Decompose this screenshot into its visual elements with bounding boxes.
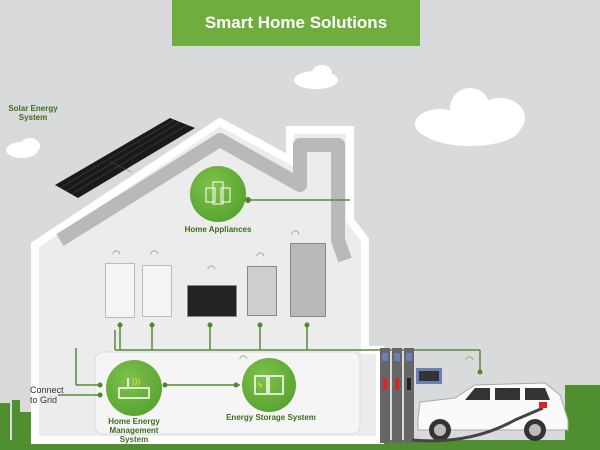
wifi-icon: ◠ xyxy=(465,355,474,366)
energy-storage-label: Energy Storage System xyxy=(226,413,316,422)
energy-storage-node: ϟ xyxy=(242,358,296,412)
cloud-icon xyxy=(6,65,525,158)
appliances-icon xyxy=(205,181,231,205)
home-appliances-node xyxy=(190,166,246,222)
wifi-icon: ◠ xyxy=(150,249,159,260)
refrigerator-icon xyxy=(290,243,326,317)
home-appliances-label: Home Appliances xyxy=(184,225,252,234)
wifi-icon: ◠ xyxy=(112,249,121,260)
dryer-icon xyxy=(142,265,172,317)
oven-icon xyxy=(247,266,277,316)
electric-car-icon xyxy=(411,382,569,443)
solar-panel-icon xyxy=(55,118,195,198)
router-icon: ))) xyxy=(118,377,150,399)
washing-machine-icon xyxy=(105,263,135,318)
tv-icon xyxy=(187,285,237,317)
battery-storage-icon: ϟ xyxy=(254,375,284,395)
svg-text:ϟ: ϟ xyxy=(258,381,263,390)
wifi-icon: ◠ xyxy=(239,354,248,365)
wifi-icon: ◠ xyxy=(291,229,300,240)
wifi-icon: ◠ xyxy=(207,264,216,275)
title-banner: Smart Home Solutions xyxy=(172,0,420,46)
wifi-icon: ◠ xyxy=(256,251,265,262)
page-title: Smart Home Solutions xyxy=(204,13,388,32)
hems-node: ))) xyxy=(106,360,162,416)
svg-text:))): ))) xyxy=(132,377,140,386)
ev-charger-icon xyxy=(380,348,442,443)
